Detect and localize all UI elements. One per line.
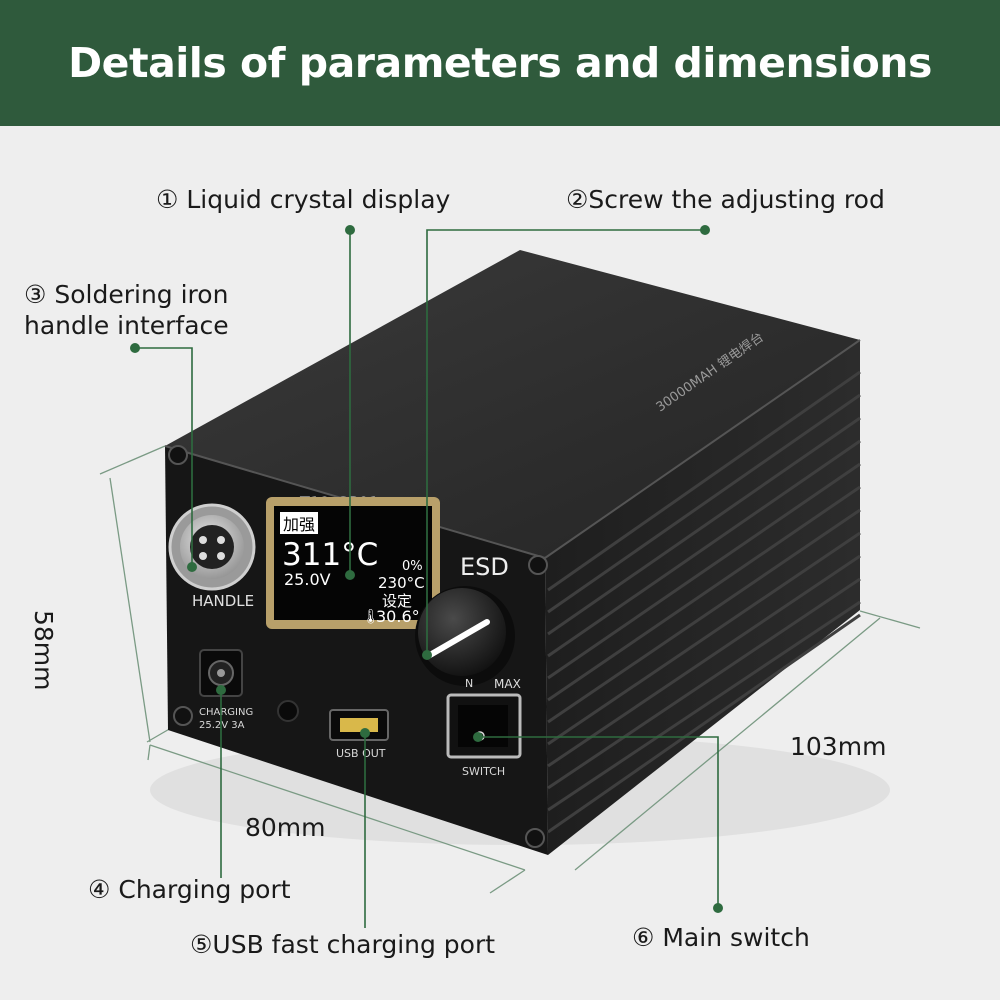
switch-label: SWITCH bbox=[462, 765, 505, 778]
lcd-voltage: 25.0V bbox=[284, 570, 331, 589]
callout-knob: ②Screw the adjusting rod bbox=[566, 185, 885, 214]
lcd-thermometer-icon: 🌡 bbox=[362, 609, 380, 625]
dimension-depth: 103mm bbox=[790, 732, 887, 761]
lcd-ambient: 30.6°C bbox=[376, 607, 431, 626]
usb-label: USB OUT bbox=[336, 747, 386, 760]
cooling-fins bbox=[547, 370, 861, 834]
knob-min-label: N bbox=[465, 677, 473, 690]
handle-connector[interactable] bbox=[168, 503, 256, 591]
dimension-width: 80mm bbox=[245, 813, 326, 842]
dimension-lines bbox=[99, 445, 921, 894]
charging-label: CHARGING bbox=[199, 707, 253, 718]
lcd-display: 加强 311°C 25.0V 0% 230°C 设定 🌡 30.6°C bbox=[266, 497, 440, 629]
corner-screws bbox=[168, 445, 548, 848]
small-button[interactable] bbox=[277, 700, 299, 722]
device-side-panel bbox=[545, 340, 860, 855]
callout-leaders bbox=[135, 229, 719, 928]
esd-label: ESD bbox=[460, 553, 509, 581]
callout-charging: ④ Charging port bbox=[88, 875, 291, 904]
adjusting-knob[interactable] bbox=[415, 586, 515, 686]
lcd-percent: 0% bbox=[402, 559, 423, 574]
callout-usb: ⑤USB fast charging port bbox=[190, 930, 496, 959]
handle-label: HANDLE bbox=[192, 592, 254, 610]
lcd-set-temp: 230°C bbox=[378, 574, 425, 592]
main-switch[interactable] bbox=[446, 693, 522, 759]
callout-switch: ⑥ Main switch bbox=[632, 923, 810, 952]
lcd-mode: 加强 bbox=[283, 515, 315, 534]
usb-port[interactable] bbox=[329, 709, 389, 741]
callout-handle-line1: ③ Soldering iron bbox=[24, 280, 229, 309]
callout-lcd: ① Liquid crystal display bbox=[156, 185, 451, 214]
charging-spec: 25.2V 3A bbox=[199, 720, 245, 731]
dimension-height: 58mm bbox=[29, 610, 58, 691]
lcd-temp: 311°C bbox=[282, 537, 378, 573]
callout-handle-line2: handle interface bbox=[24, 311, 229, 340]
knob-max-label: MAX bbox=[494, 677, 521, 691]
banner-title: Details of parameters and dimensions bbox=[68, 39, 932, 87]
page-banner: Details of parameters and dimensions bbox=[0, 0, 1000, 126]
device-top-panel bbox=[165, 250, 860, 558]
lcd-set-label: 设定 bbox=[382, 592, 412, 610]
callout-dots bbox=[130, 225, 723, 913]
